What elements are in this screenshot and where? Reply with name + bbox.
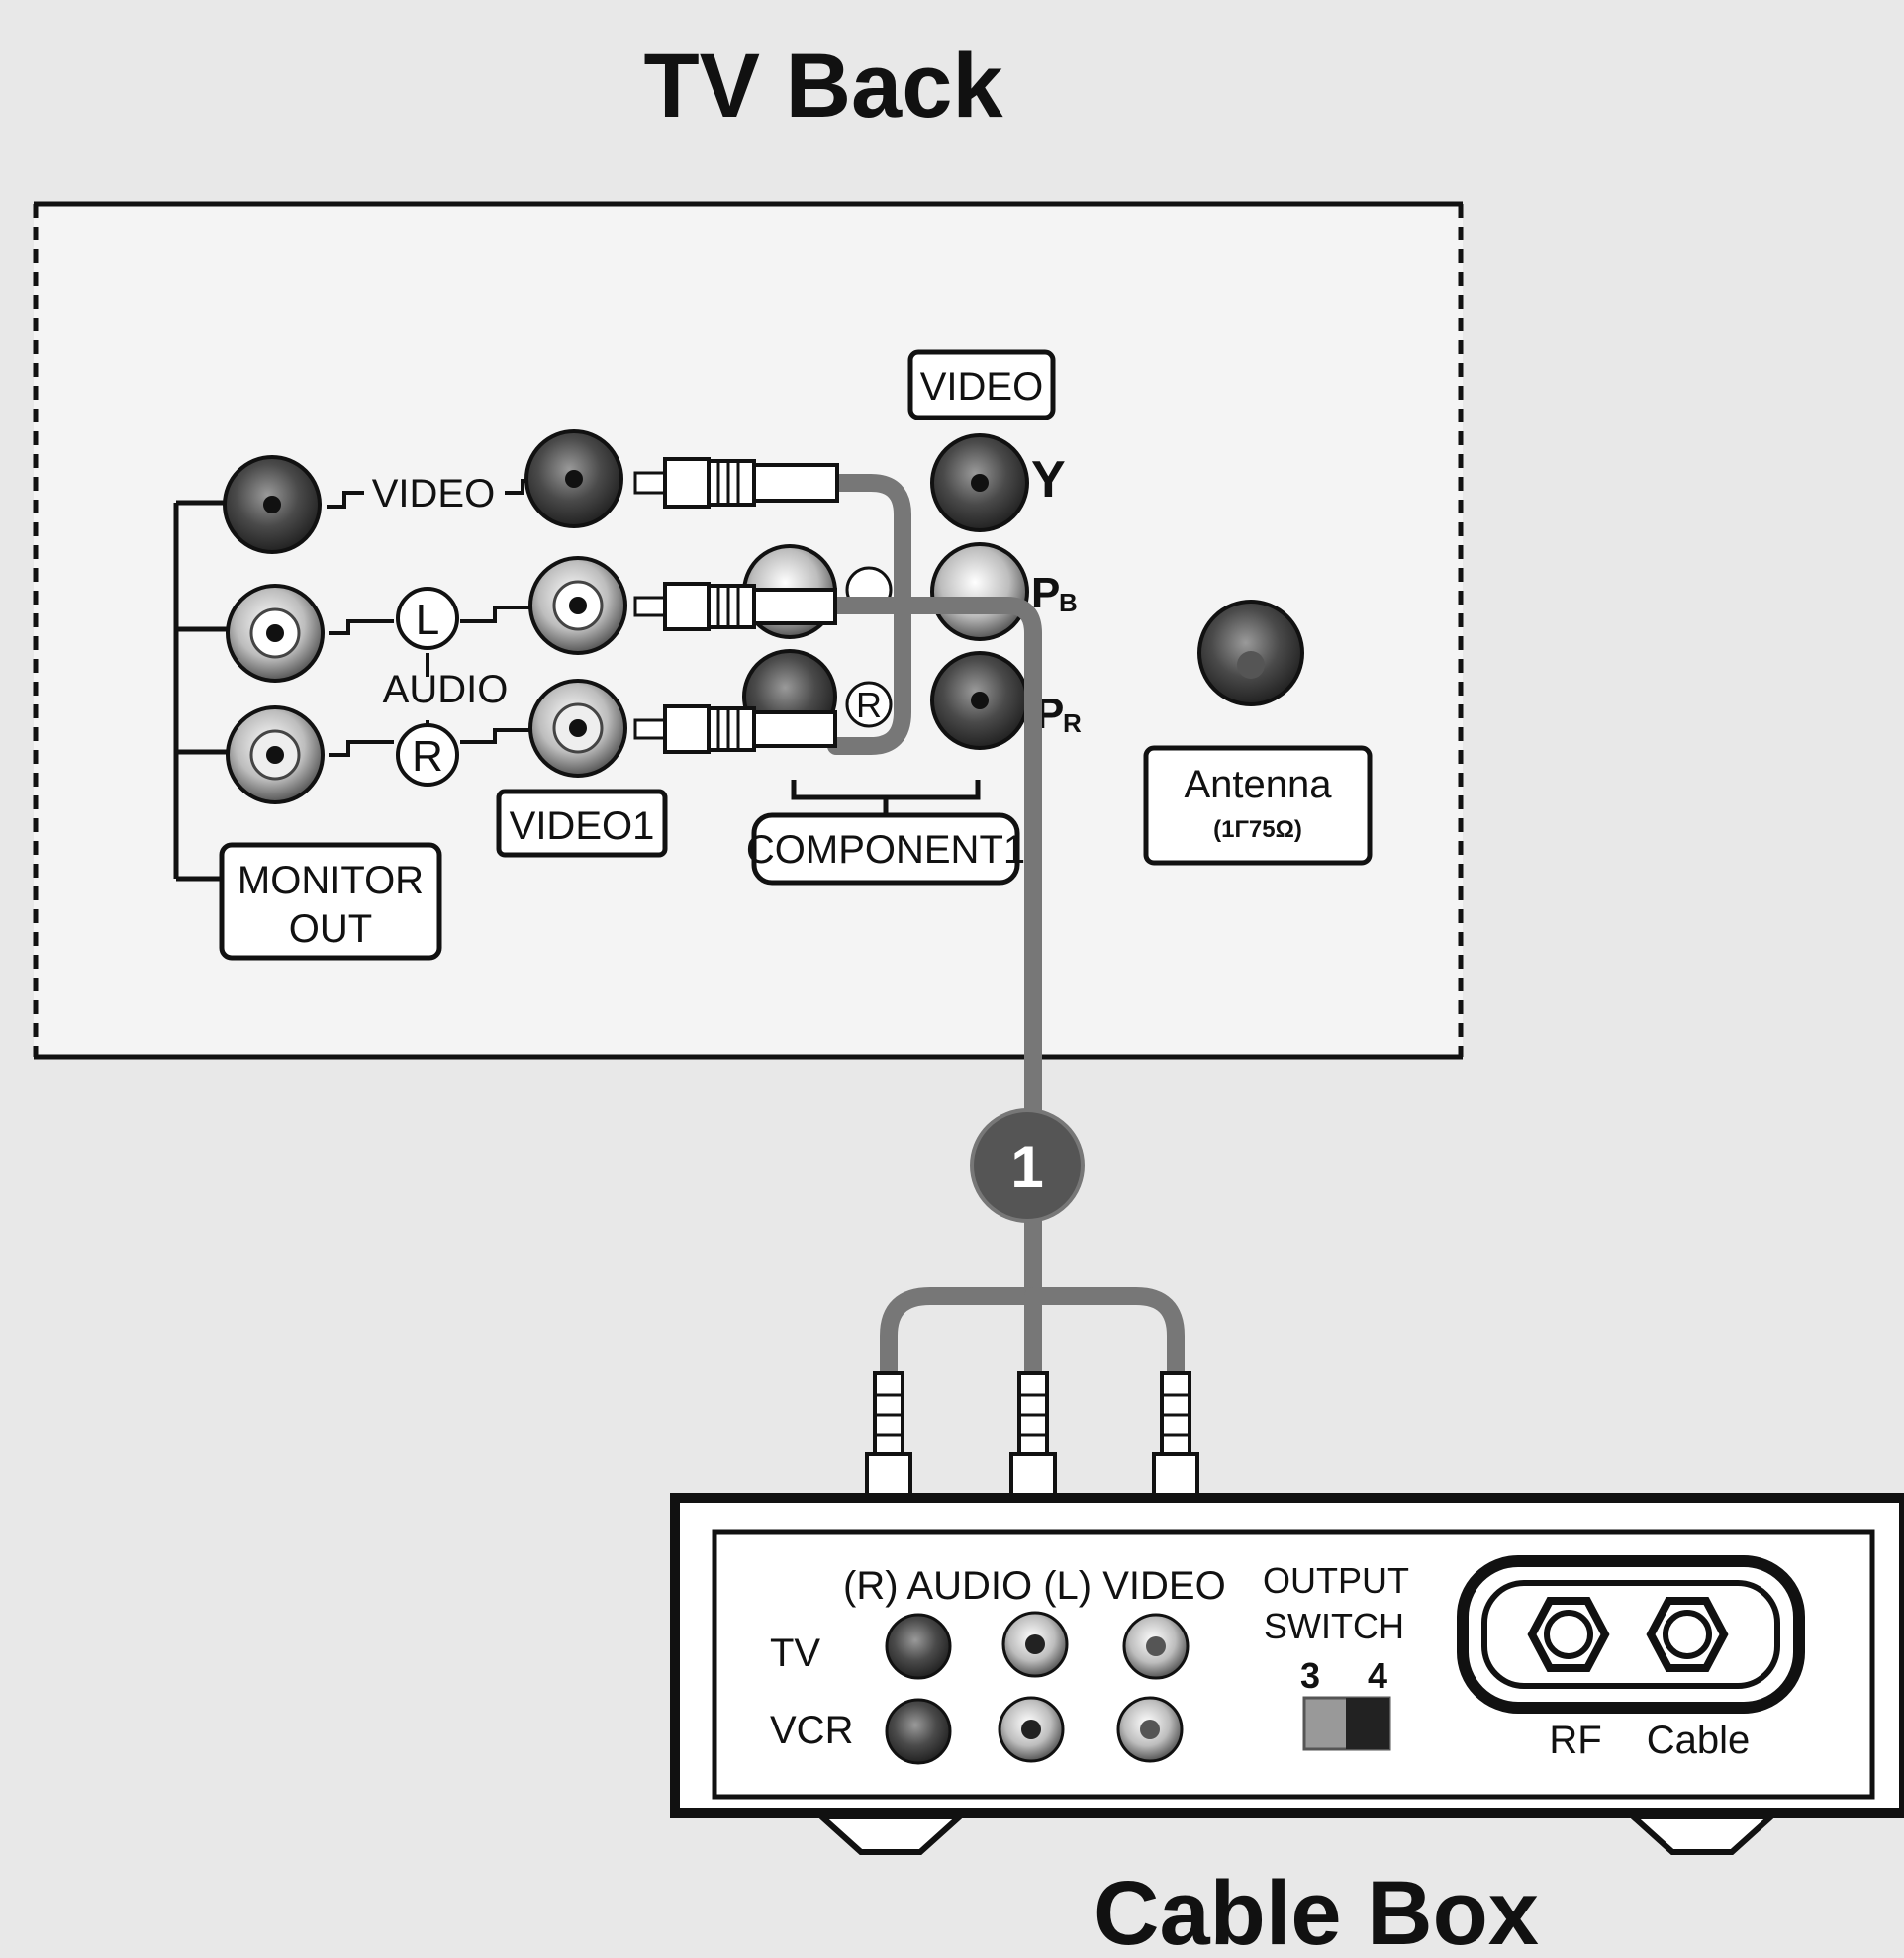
rf-cable-connector-panel [1457, 1555, 1805, 1714]
component-y-jack[interactable] [930, 433, 1029, 532]
component-pr-jack[interactable] [930, 651, 1029, 750]
video1-video-jack[interactable] [524, 429, 623, 528]
tv-back-title: TV Back [643, 36, 1003, 137]
cable-label: Cable [1647, 1719, 1751, 1762]
box-header-label: (R) AUDIO (L) VIDEO [843, 1564, 1226, 1608]
video-label: VIDEO [372, 472, 495, 515]
rf-connector[interactable] [1527, 1597, 1610, 1672]
pr-subscript: R [1063, 708, 1082, 738]
output-switch-label-2: SWITCH [1264, 1606, 1404, 1646]
link-lines [327, 479, 534, 757]
tv-plug-video [633, 457, 839, 509]
audio-label: AUDIO [383, 668, 509, 711]
component-video-label: VIDEO [907, 349, 1056, 420]
svg-text:(1Γ75Ω): (1Γ75Ω) [1213, 816, 1302, 843]
box-vcr-audio-l-jack[interactable] [998, 1696, 1065, 1763]
switch-position-3: 3 [1300, 1655, 1320, 1696]
svg-text:Antenna: Antenna [1184, 763, 1332, 806]
audio-l-marker: L [396, 587, 459, 650]
tv-plug-audio-l [633, 582, 837, 631]
switch-position-4: 4 [1368, 1655, 1387, 1696]
audio-r-marker: R [396, 723, 459, 787]
tv-plug-audio-r [633, 704, 837, 754]
box-row-tv: TV [770, 1632, 820, 1675]
box-vcr-audio-r-jack[interactable] [885, 1698, 952, 1765]
svg-text:OUT: OUT [289, 907, 372, 951]
video1-audio-r-jack[interactable] [528, 679, 627, 778]
monitor-out-label: MONITOR OUT [219, 842, 442, 961]
cable-box-title: Cable Box [1094, 1863, 1539, 1953]
monitor-out-audio-l-jack[interactable] [226, 584, 325, 683]
svg-text:COMPONENT1: COMPONENT1 [746, 828, 1025, 872]
component-pb-jack[interactable] [930, 542, 1029, 641]
svg-text:L: L [416, 596, 439, 644]
box-tv-audio-r-jack[interactable] [885, 1613, 952, 1680]
monitor-out-audio-r-jack[interactable] [226, 705, 325, 804]
svg-text:MONITOR: MONITOR [238, 859, 424, 902]
pb-label: P [1031, 569, 1060, 617]
component-audio-r-marker: R [845, 681, 893, 728]
output-switch-label-1: OUTPUT [1263, 1560, 1409, 1601]
antenna-label: Antenna (1Γ75Ω) [1143, 745, 1373, 866]
svg-text:1: 1 [1010, 1134, 1043, 1200]
box-vcr-video-jack[interactable] [1116, 1696, 1184, 1763]
y-label: Y [1031, 451, 1066, 509]
monitor-out-video-jack[interactable] [223, 455, 322, 554]
output-switch[interactable] [1302, 1696, 1391, 1751]
monitor-out-bracket [173, 500, 228, 882]
rf-label: RF [1549, 1719, 1601, 1762]
antenna-jack[interactable] [1197, 600, 1304, 706]
svg-text:VIDEO1: VIDEO1 [510, 804, 655, 848]
component1-label: COMPONENT1 [746, 812, 1025, 886]
box-row-vcr: VCR [770, 1709, 853, 1752]
box-tv-video-jack[interactable] [1122, 1613, 1190, 1680]
svg-text:R: R [412, 732, 443, 781]
svg-text:VIDEO: VIDEO [920, 365, 1043, 409]
svg-text:R: R [856, 685, 882, 725]
video1-audio-l-jack[interactable] [528, 556, 627, 655]
cable-connector[interactable] [1646, 1597, 1729, 1672]
video1-label: VIDEO1 [496, 789, 668, 858]
step-1-marker: 1 [970, 1108, 1085, 1223]
pb-subscript: B [1059, 588, 1078, 617]
box-tv-audio-l-jack[interactable] [1001, 1611, 1069, 1678]
